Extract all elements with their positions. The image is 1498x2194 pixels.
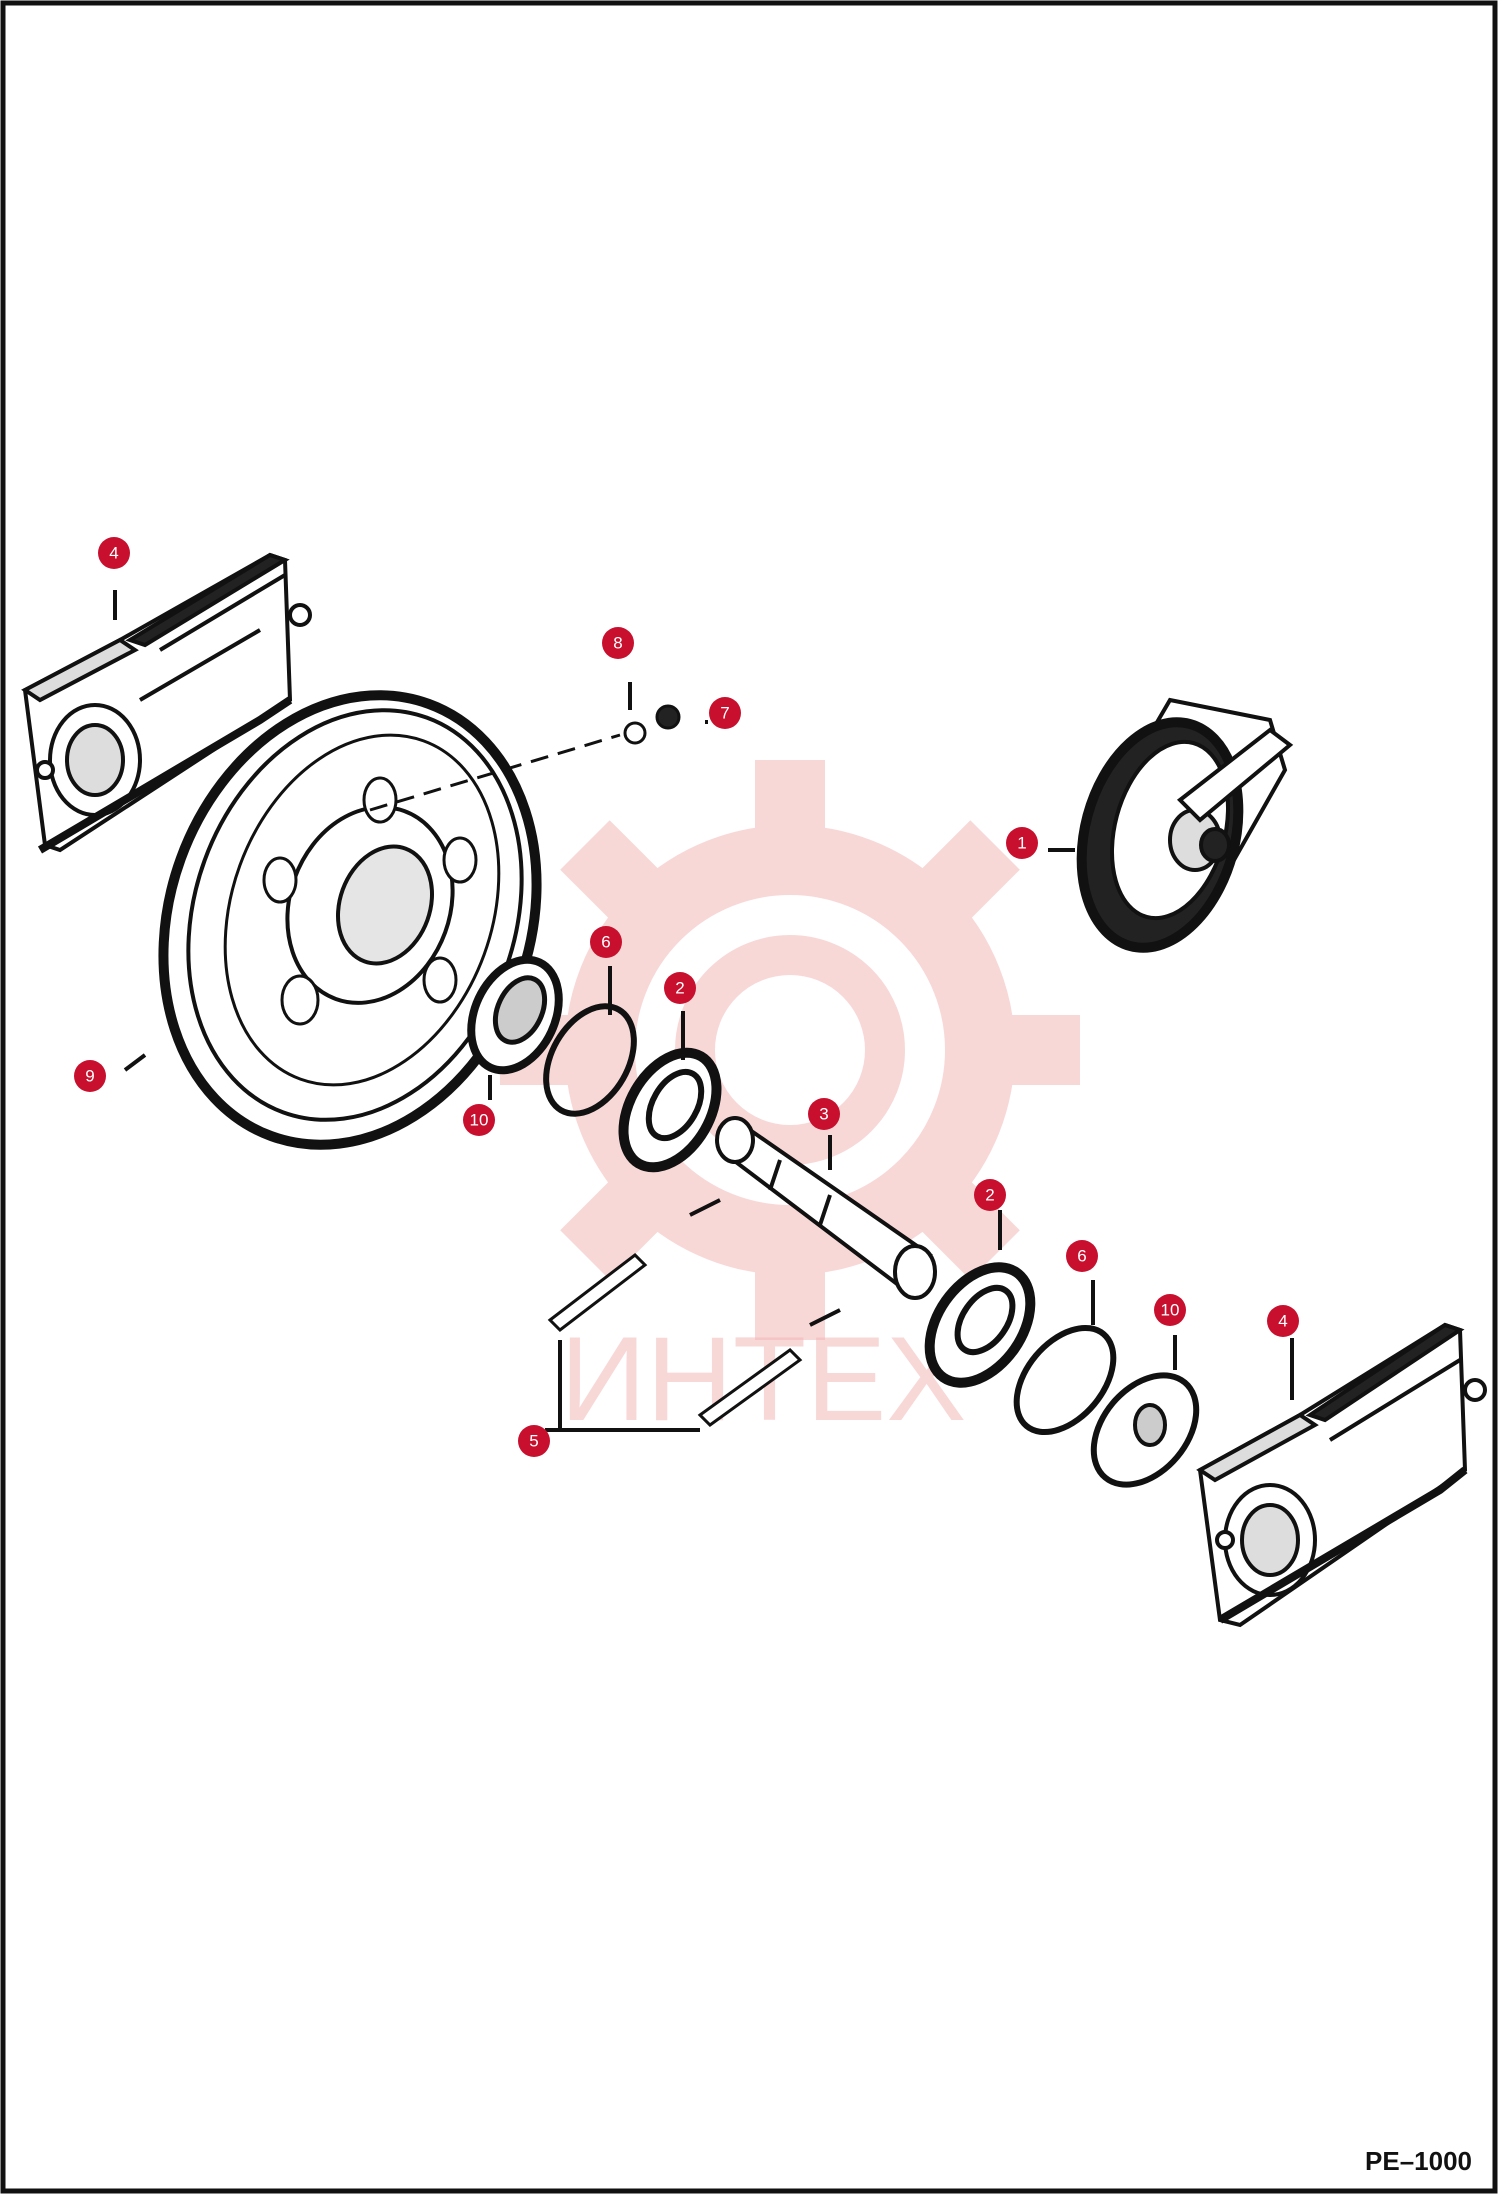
bracket-part-top-left <box>21 552 312 854</box>
svg-text:8: 8 <box>613 634 622 653</box>
svg-text:2: 2 <box>675 979 684 998</box>
leader-lines <box>113 590 1294 1432</box>
callout-4-top-left[interactable]: 4 <box>98 537 130 569</box>
callout-10-lower[interactable]: 10 <box>1154 1294 1186 1326</box>
svg-text:4: 4 <box>1278 1312 1287 1331</box>
bearing-part-upper <box>618 1047 722 1173</box>
svg-text:4: 4 <box>109 544 118 563</box>
svg-text:6: 6 <box>601 933 610 952</box>
svg-text:3: 3 <box>819 1105 828 1124</box>
assembly-axis-line <box>369 733 621 812</box>
callout-10-upper[interactable]: 10 <box>463 1104 495 1136</box>
o-ring-part-upper <box>543 1003 637 1117</box>
callout-9[interactable]: 9 <box>74 1060 106 1092</box>
svg-text:10: 10 <box>1161 1301 1180 1320</box>
callout-7[interactable]: 7 <box>709 697 741 729</box>
svg-text:1: 1 <box>1017 834 1026 853</box>
svg-text:9: 9 <box>85 1067 94 1086</box>
callout-6-upper[interactable]: 6 <box>590 926 622 958</box>
grease-fitting-part <box>623 721 647 745</box>
seal-part-upper <box>467 955 563 1075</box>
callout-8[interactable]: 8 <box>602 627 634 659</box>
seal-part-lower <box>1090 1372 1200 1488</box>
svg-text:10: 10 <box>470 1111 489 1130</box>
svg-text:5: 5 <box>529 1432 538 1451</box>
callout-6-lower[interactable]: 6 <box>1066 1240 1098 1272</box>
callout-2-upper[interactable]: 2 <box>664 972 696 1004</box>
pin-part-lower <box>697 1348 803 1427</box>
plug-part <box>655 704 681 730</box>
watermark-logo <box>500 760 1080 1340</box>
bearing-part-lower <box>924 1262 1036 1388</box>
svg-text:6: 6 <box>1077 1247 1086 1266</box>
figure-reference-code: PE–1000 <box>1365 2146 1472 2176</box>
svg-text:7: 7 <box>720 704 729 723</box>
o-ring-part-lower <box>1013 1324 1117 1436</box>
bracket-part-bottom-right <box>1196 1322 1487 1628</box>
callout-2-lower[interactable]: 2 <box>974 1179 1006 1211</box>
shaft-part <box>715 1116 937 1300</box>
callout-4-bottom-right[interactable]: 4 <box>1267 1305 1299 1337</box>
callout-5[interactable]: 5 <box>518 1425 550 1457</box>
pin-part-upper <box>547 1253 648 1332</box>
callout-1[interactable]: 1 <box>1006 827 1038 859</box>
idler-assembly <box>1076 697 1294 953</box>
callout-3[interactable]: 3 <box>808 1098 840 1130</box>
svg-text:2: 2 <box>985 1186 994 1205</box>
